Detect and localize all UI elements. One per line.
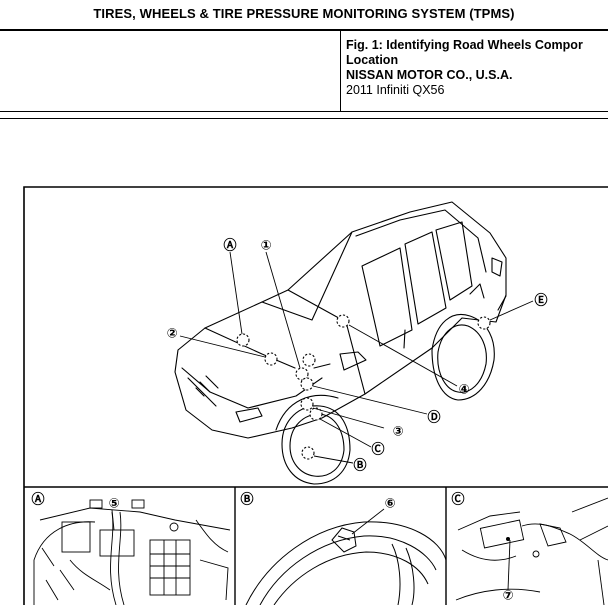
page-header-title: TIRES, WHEELS & TIRE PRESSURE MONITORING… — [93, 6, 515, 21]
manufacturer-name: NISSAN MOTOR CO., U.S.A. — [346, 68, 513, 82]
callout-a: Ⓐ — [223, 237, 236, 252]
header-rule — [0, 29, 608, 31]
figure-caption-cont: Location — [346, 53, 399, 67]
vehicle-illustration — [174, 201, 507, 485]
callout-e: Ⓔ — [534, 292, 547, 307]
figure-frame — [23, 186, 608, 605]
panel-label-c: Ⓒ — [451, 491, 464, 506]
callout-5: ⑤ — [108, 495, 119, 510]
detail-panel-c — [455, 497, 608, 605]
info-bottom-rule-2 — [0, 118, 608, 119]
panel-c-leader-end — [506, 537, 510, 541]
callout-6: ⑥ — [384, 495, 395, 510]
callout-3: ③ — [392, 423, 403, 438]
component-location-markers — [236, 314, 491, 460]
callout-d: Ⓓ — [427, 409, 440, 424]
vehicle-model: 2011 Infiniti QX56 — [346, 83, 445, 97]
panel-label-a: Ⓐ — [31, 491, 44, 506]
detail-panel-b — [245, 521, 447, 605]
callout-2: ② — [166, 325, 177, 340]
info-bottom-rule — [0, 111, 608, 112]
callout-1: ① — [260, 237, 271, 252]
figure-info-block: Fig. 1: Identifying Road Wheels Compor L… — [346, 38, 608, 98]
callout-4: ④ — [458, 381, 469, 396]
info-table-divider — [340, 31, 341, 111]
panel-c-leader — [507, 539, 511, 591]
callout-c: Ⓒ — [371, 441, 384, 456]
callout-7: ⑦ — [502, 587, 513, 602]
figure-caption: Fig. 1: Identifying Road Wheels Compor — [346, 38, 583, 52]
callout-b: Ⓑ — [353, 457, 366, 472]
detail-panel-a — [33, 499, 231, 605]
callout-labels: Ⓐ ① ② Ⓔ ④ Ⓓ ③ Ⓒ Ⓑ ⑤ ⑥ ⑦ Ⓐ Ⓑ Ⓒ — [31, 237, 547, 602]
callout-leader-lines — [179, 251, 534, 464]
panel-label-b: Ⓑ — [240, 491, 253, 506]
panel-a-leader — [111, 509, 115, 531]
panel-b-leader — [351, 508, 385, 535]
